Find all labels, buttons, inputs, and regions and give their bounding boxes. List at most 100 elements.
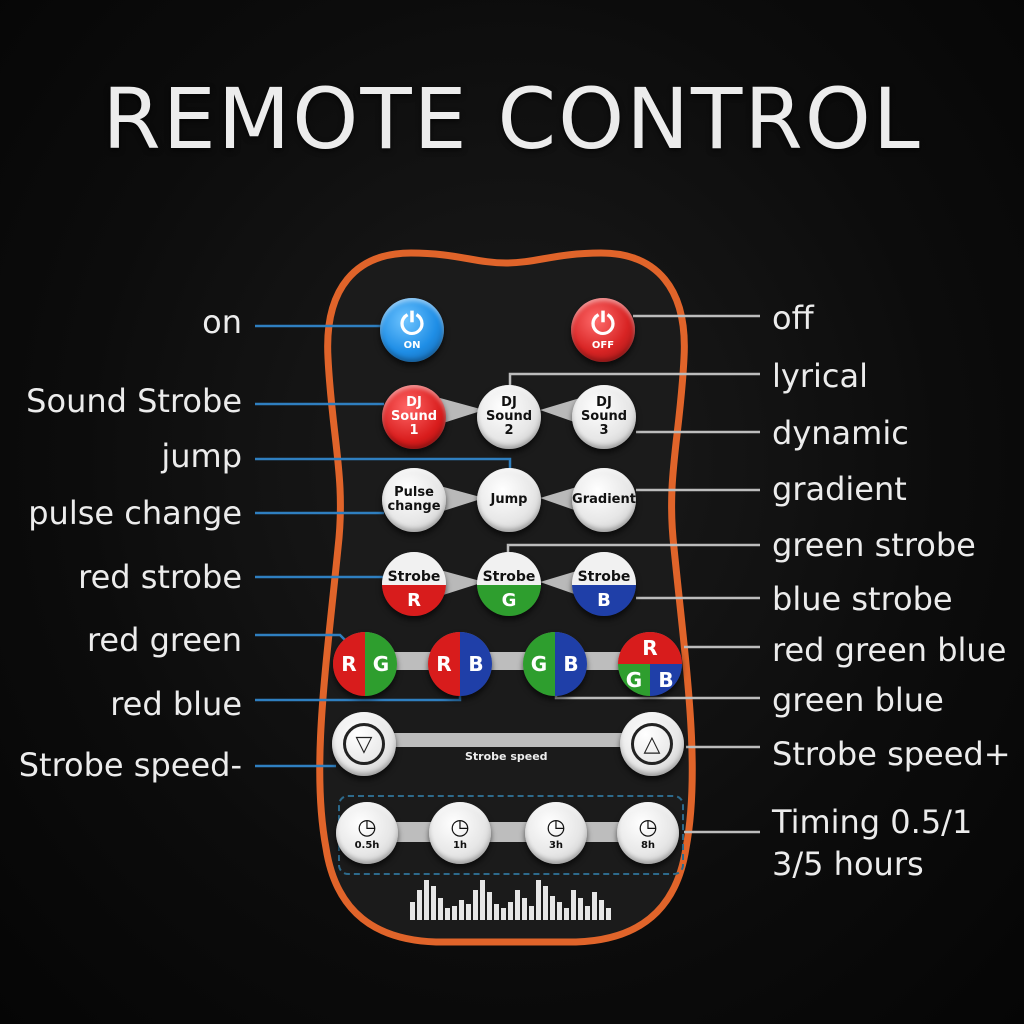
equalizer-bar	[599, 900, 604, 920]
red-green-button[interactable]: R G	[333, 632, 397, 696]
label-strobe-speed-minus: Strobe speed-	[18, 746, 242, 784]
red-green-blue-button[interactable]: R G B	[618, 632, 682, 696]
dj3-line2: Sound	[580, 409, 628, 424]
label-strobe-speed-plus: Strobe speed+	[772, 735, 1011, 773]
clock-icon: ◷	[357, 815, 377, 840]
equalizer-bar	[550, 896, 555, 920]
timer-1h-label: 1h	[452, 840, 468, 851]
blue-strobe-button[interactable]: Strobe B	[572, 552, 636, 616]
label-off: off	[772, 299, 814, 337]
dj-sound-2-button[interactable]: DJ Sound 2	[477, 385, 541, 449]
equalizer-bar	[494, 904, 499, 920]
dj1-line3: 1	[409, 423, 419, 438]
gb-g: G	[523, 632, 555, 696]
timer-0-5h-button[interactable]: ◷ 0.5h	[336, 802, 398, 864]
off-button-label: OFF	[591, 339, 615, 351]
equalizer-graphic	[410, 876, 620, 920]
equalizer-bar	[529, 906, 534, 920]
power-icon: ⏻	[400, 306, 424, 342]
green-blue-button[interactable]: G B	[523, 632, 587, 696]
strobe-g-letter: G	[477, 585, 541, 616]
equalizer-bar	[438, 898, 443, 920]
dj-sound-1-button[interactable]: DJ Sound 1	[382, 385, 446, 449]
label-sound-strobe: Sound Strobe	[26, 382, 242, 420]
pulse-line2: change	[387, 499, 441, 514]
equalizer-bar	[571, 890, 576, 920]
label-red-green-blue: red green blue	[772, 631, 1007, 669]
label-lyrical: lyrical	[772, 357, 868, 395]
strobe-b-letter: B	[572, 585, 636, 616]
equalizer-bar	[424, 880, 429, 920]
label-red-blue: red blue	[110, 685, 242, 723]
strobe-down-icon: ▽	[343, 723, 385, 765]
equalizer-bar	[578, 898, 583, 920]
timer-1h-button[interactable]: ◷ 1h	[429, 802, 491, 864]
timer-8h-button[interactable]: ◷ 8h	[617, 802, 679, 864]
label-green-strobe: green strobe	[772, 526, 976, 564]
clock-icon: ◷	[450, 815, 470, 840]
equalizer-bar	[445, 908, 450, 920]
page-title: REMOTE CONTROL	[102, 70, 922, 168]
equalizer-bar	[466, 904, 471, 920]
power-icon: ⏻	[591, 306, 615, 342]
label-red-green: red green	[86, 621, 242, 659]
rb-r: R	[428, 632, 460, 696]
timer-8h-label: 8h	[640, 840, 656, 851]
equalizer-bar	[557, 902, 562, 920]
label-red-strobe: red strobe	[78, 558, 242, 596]
dj3-line1: DJ	[596, 395, 612, 410]
rgb-g: G	[618, 664, 650, 696]
red-blue-button[interactable]: R B	[428, 632, 492, 696]
on-button[interactable]: ⏻ ON	[380, 298, 444, 362]
strobe-speed-minus-button[interactable]: ▽	[332, 712, 396, 776]
dj2-line3: 2	[504, 423, 514, 438]
rgb-b: B	[650, 664, 682, 696]
equalizer-bar	[585, 906, 590, 920]
equalizer-bar	[592, 892, 597, 920]
equalizer-bar	[480, 880, 485, 920]
on-button-label: ON	[403, 339, 421, 351]
green-strobe-button[interactable]: Strobe G	[477, 552, 541, 616]
dj3-line3: 3	[599, 423, 609, 438]
jump-button[interactable]: Jump	[477, 468, 541, 532]
strobe-r-letter: R	[382, 585, 446, 616]
equalizer-bar	[508, 902, 513, 920]
strobe-speed-bar-label: Strobe speed	[465, 750, 548, 763]
dj2-line1: DJ	[501, 395, 517, 410]
strobe-r-word: Strobe	[382, 552, 446, 586]
red-strobe-button[interactable]: Strobe R	[382, 552, 446, 616]
pulse-change-button[interactable]: Pulse change	[382, 468, 446, 532]
jump-label: Jump	[490, 492, 528, 507]
label-blue-strobe: blue strobe	[772, 580, 953, 618]
equalizer-bar	[417, 890, 422, 920]
pulse-line1: Pulse	[394, 485, 434, 500]
timer-3h-button[interactable]: ◷ 3h	[525, 802, 587, 864]
equalizer-bar	[410, 902, 415, 920]
equalizer-bar	[487, 892, 492, 920]
equalizer-bar	[452, 906, 457, 920]
rg-g: G	[365, 632, 397, 696]
label-pulse-change: pulse change	[28, 494, 242, 532]
equalizer-bar	[606, 908, 611, 920]
strobe-speed-plus-button[interactable]: △	[620, 712, 684, 776]
label-gradient: gradient	[772, 470, 907, 508]
gradient-button[interactable]: Gradient	[572, 468, 636, 532]
dj-sound-3-button[interactable]: DJ Sound 3	[572, 385, 636, 449]
label-dynamic: dynamic	[772, 414, 909, 452]
equalizer-bar	[536, 880, 541, 920]
timer-0-5h-label: 0.5h	[354, 840, 380, 851]
equalizer-bar	[501, 908, 506, 920]
timer-3h-label: 3h	[548, 840, 564, 851]
off-button[interactable]: ⏻ OFF	[571, 298, 635, 362]
equalizer-bar	[473, 890, 478, 920]
clock-icon: ◷	[638, 815, 658, 840]
equalizer-bar	[459, 900, 464, 920]
rgb-r: R	[618, 632, 682, 664]
gb-b: B	[555, 632, 587, 696]
dj1-line2: Sound	[390, 409, 438, 424]
label-timing-line1: Timing 0.5/1	[772, 803, 973, 841]
dj1-line1: DJ	[406, 395, 422, 410]
equalizer-bar	[564, 908, 569, 920]
equalizer-bar	[515, 890, 520, 920]
strobe-g-word: Strobe	[477, 552, 541, 586]
